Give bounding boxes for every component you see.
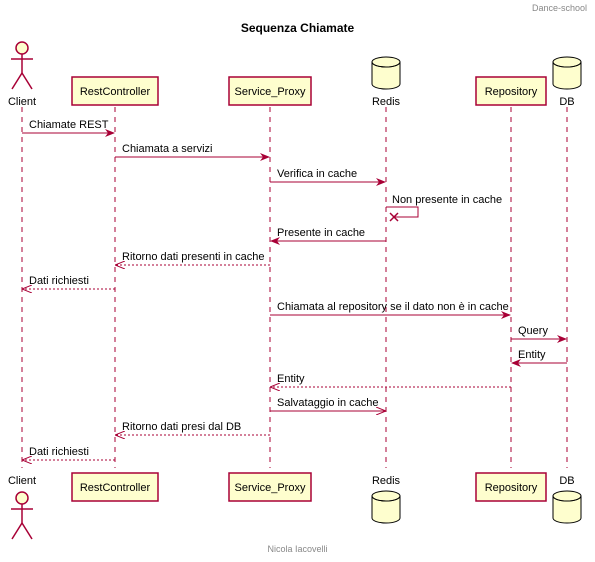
participant-repo-top: Repository (475, 76, 547, 106)
message-10: Entity (511, 349, 567, 367)
message-label: Chiamata a servizi (122, 143, 212, 155)
participant-redis-top: Redis (371, 56, 401, 108)
message-8: Chiamata al repository se il dato non è … (270, 301, 511, 319)
participant-db-bottom: DB (552, 475, 582, 524)
participant-label: Client (8, 475, 36, 487)
message-9: Query (511, 325, 567, 343)
header-label: Dance-school (531, 3, 587, 13)
message-13: Ritorno dati presi dal DB (116, 421, 270, 435)
participant-client-bottom: Client (8, 475, 36, 540)
participant-label: Repository (485, 482, 538, 494)
message-6: Ritorno dati presenti in cache (116, 251, 270, 265)
message-1: Chiamate REST (22, 119, 115, 137)
message-4: Non presente in cache (386, 194, 502, 222)
diagram-title: Sequenza Chiamate (240, 21, 355, 35)
message-label: Query (518, 325, 548, 337)
message-12: Salvataggio in cache (270, 397, 385, 411)
participant-label: Repository (485, 86, 538, 98)
participant-rest-top: RestController (71, 76, 159, 106)
participant-proxy-top: Service_Proxy (228, 76, 312, 106)
participant-db-top: DB (552, 56, 582, 108)
actor-head (15, 41, 29, 55)
message-11: Entity (271, 373, 511, 387)
message-label: Verifica in cache (277, 168, 357, 180)
participant-proxy-bottom: Service_Proxy (228, 472, 312, 502)
footer-label: Nicola Iacovelli (267, 544, 328, 554)
message-label: Presente in cache (277, 227, 365, 239)
participant-label: RestController (80, 482, 151, 494)
actor-head (15, 491, 29, 505)
participant-client-top: Client (8, 41, 36, 108)
message-label: Ritorno dati presi dal DB (122, 421, 241, 433)
participant-rest-bottom: RestController (71, 472, 159, 502)
participant-label: Service_Proxy (235, 482, 306, 494)
message-label: Chiamata al repository se il dato non è … (277, 301, 509, 313)
message-2: Chiamata a servizi (115, 143, 270, 161)
message-label: Non presente in cache (392, 194, 502, 206)
message-label: Entity (518, 349, 546, 361)
participant-label: DB (559, 475, 574, 487)
message-label: Entity (277, 373, 305, 385)
message-label: Chiamate REST (29, 119, 109, 131)
message-7: Dati richiesti (23, 275, 115, 289)
message-label: Dati richiesti (29, 275, 89, 287)
message-label: Ritorno dati presenti in cache (122, 251, 264, 263)
participant-label: DB (559, 96, 574, 108)
participant-label: Redis (372, 96, 401, 108)
participant-label: RestController (80, 86, 151, 98)
self-message-arrow (386, 206, 419, 218)
participant-redis-bottom: Redis (371, 475, 401, 524)
message-label: Dati richiesti (29, 446, 89, 458)
participant-label: Redis (372, 475, 401, 487)
participant-label: Client (8, 96, 36, 108)
message-label: Salvataggio in cache (277, 397, 379, 409)
participant-label: Service_Proxy (235, 86, 306, 98)
message-3: Verifica in cache (270, 168, 386, 186)
message-14: Dati richiesti (23, 446, 115, 460)
message-5: Presente in cache (270, 227, 386, 245)
participant-repo-bottom: Repository (475, 472, 547, 502)
